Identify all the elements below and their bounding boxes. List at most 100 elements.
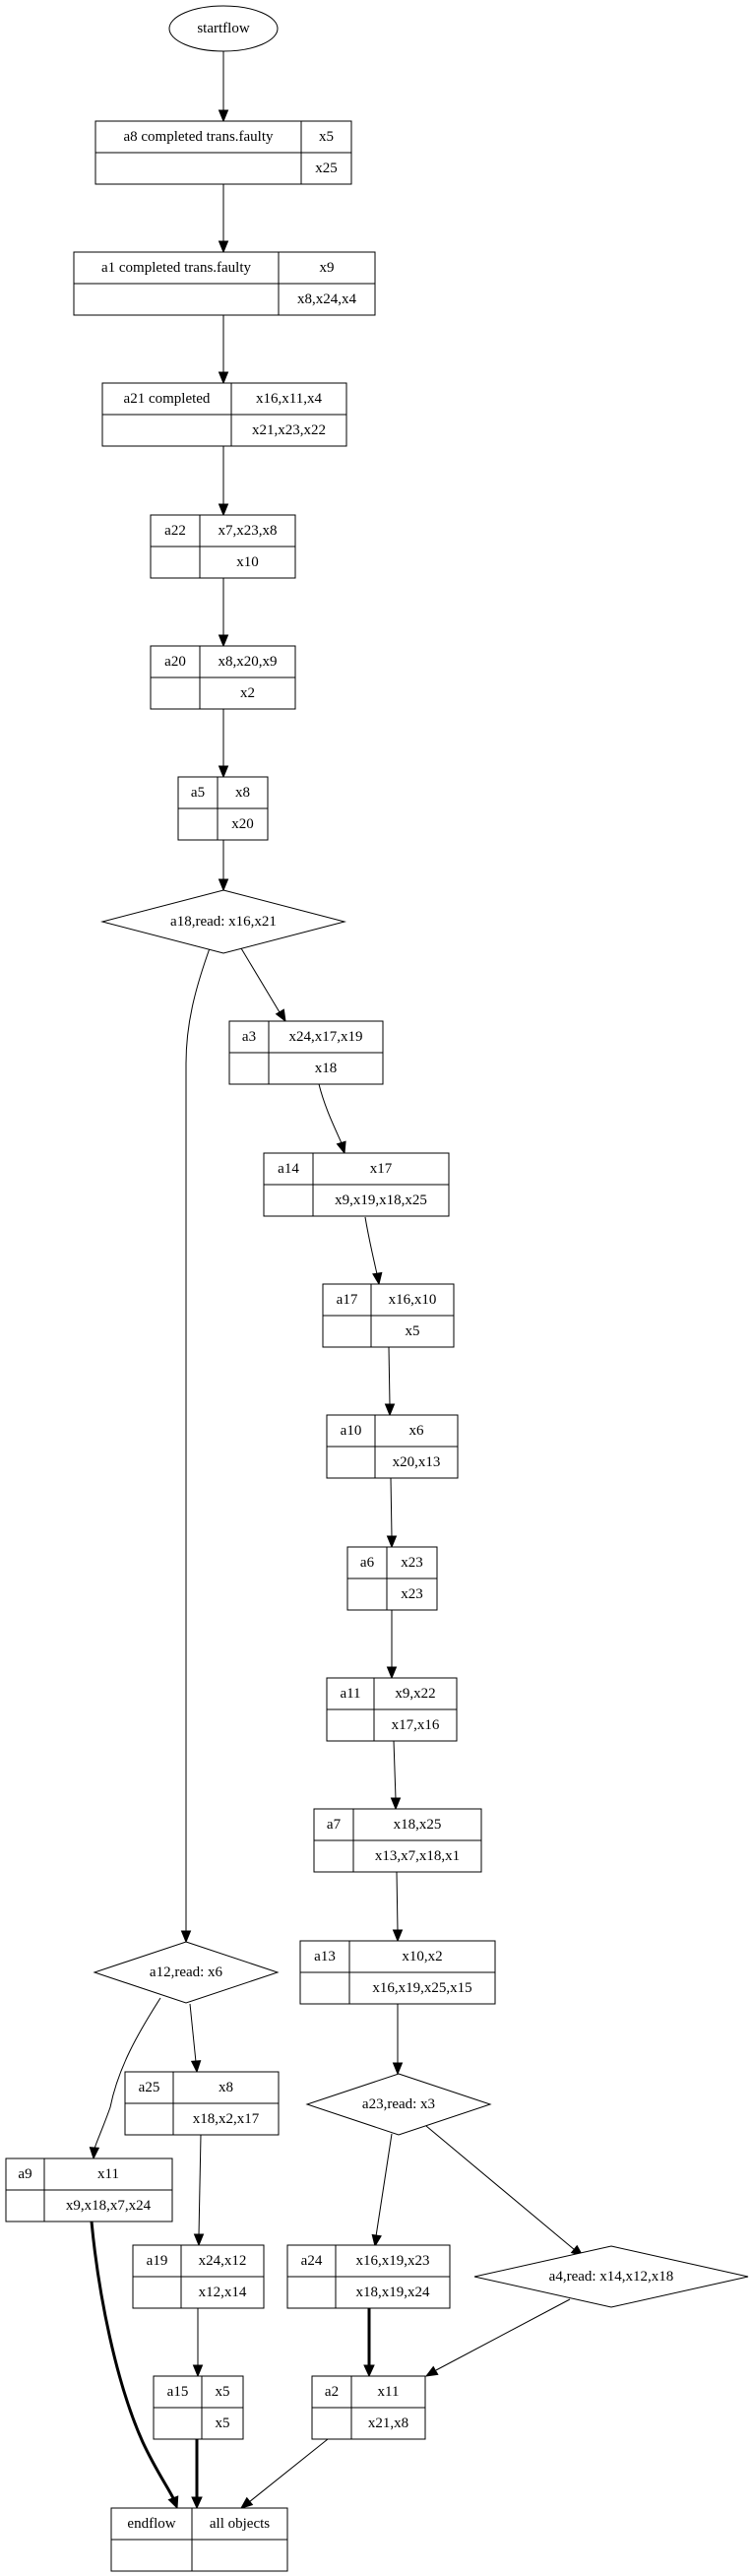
activity-name: a25 [139, 2080, 160, 2095]
activity-name: a7 [327, 1817, 342, 1833]
arrowhead-icon [363, 2364, 375, 2378]
output-objects: x18,x19,x24 [356, 2285, 431, 2300]
node-startflow[interactable]: startflow [168, 5, 279, 52]
edge-a19-to-a15 [192, 2308, 204, 2378]
activity-name: a2 [325, 2384, 339, 2400]
node-a18[interactable]: a18,read: x16,x21 [100, 889, 346, 954]
arrowhead-icon [218, 765, 229, 779]
input-objects: x16,x10 [389, 1292, 437, 1308]
input-objects: x18,x25 [394, 1817, 442, 1833]
activity-name: a11 [340, 1686, 360, 1702]
output-objects: x5 [406, 1323, 420, 1339]
activity-name: a6 [360, 1555, 375, 1571]
arrowhead-icon [218, 878, 229, 892]
edge-a12-to-a9 [89, 1997, 161, 2160]
input-objects: x16,x11,x4 [256, 391, 322, 407]
edge-a23-to-a4 [425, 2125, 585, 2257]
node-a12[interactable]: a12,read: x6 [93, 1941, 280, 2004]
arrowhead-icon [392, 1929, 404, 1943]
activity-name: a9 [18, 2166, 31, 2182]
arrowhead-icon [190, 2060, 202, 2074]
edge-line [185, 947, 211, 1932]
output-objects: x16,x19,x25,x15 [372, 1980, 471, 1996]
edge-line [364, 1216, 378, 1275]
output-objects: x2 [240, 685, 255, 701]
output-objects: x25 [315, 161, 338, 176]
output-objects: x9,x19,x18,x25 [335, 1192, 427, 1208]
activity-name: a5 [191, 785, 205, 801]
activity-name: a13 [314, 1949, 336, 1964]
node-a14[interactable]: a14 x17 x9,x19,x18,x25 [263, 1152, 450, 1217]
arrowhead-icon [371, 2233, 382, 2248]
output-objects: x20 [231, 816, 254, 832]
edge-a4-to-a2 [424, 2298, 571, 2377]
input-objects: x17 [370, 1161, 393, 1177]
edge-a15-to-endflow [191, 2439, 203, 2510]
node-a23[interactable]: a23,read: x3 [305, 2073, 492, 2136]
edge-line [240, 947, 281, 1013]
output-objects: x21,x8 [368, 2415, 408, 2431]
arrowhead-icon [372, 1271, 383, 1286]
edge-a3-to-a14 [318, 1083, 346, 1155]
activity-name: a24 [301, 2253, 323, 2269]
output-objects: x23 [401, 1586, 423, 1602]
arrowhead-icon [193, 2233, 205, 2247]
activity-name: a3 [242, 1029, 256, 1045]
activity-name: a10 [341, 1423, 362, 1439]
decision-diamond [100, 889, 346, 954]
node-a4[interactable]: a4,read: x14,x12,x18 [473, 2245, 749, 2308]
edge-line [435, 2298, 571, 2371]
edge-line [393, 1740, 397, 1800]
edge-line [189, 2003, 197, 2063]
edge-a2-to-endflow [239, 2438, 329, 2509]
input-objects: x7,x23,x8 [219, 523, 278, 539]
activity-name: a1 completed trans.faulty [101, 260, 252, 276]
edge-a25-to-a19 [193, 2134, 205, 2247]
input-objects: x9,x22 [395, 1686, 435, 1702]
edge-line [390, 1477, 393, 1538]
input-objects: all objects [210, 2516, 270, 2532]
activity-name: a8 completed trans.faulty [123, 129, 274, 145]
arrowhead-icon [392, 2062, 404, 2076]
output-objects: x18 [315, 1061, 338, 1076]
arrowhead-icon [386, 1535, 398, 1549]
input-objects: x5 [216, 2384, 230, 2400]
output-objects: x10 [236, 554, 259, 570]
edge-line [248, 2438, 329, 2503]
edge-a22-to-a20 [218, 578, 229, 648]
activity-name: a14 [278, 1161, 299, 1177]
edge-a12-to-a25 [189, 2003, 202, 2074]
node-a8[interactable]: a8 completed trans.faulty x5 x25 [94, 120, 352, 185]
input-objects: x5 [319, 129, 334, 145]
edge-line [375, 2133, 393, 2237]
edge-a10-to-a6 [386, 1477, 398, 1549]
edge-line [198, 2134, 202, 2236]
edge-line [94, 1997, 161, 2150]
arrowhead-icon [191, 2496, 203, 2510]
input-objects: x8 [219, 2080, 233, 2095]
decision-label: a23,read: x3 [362, 2096, 435, 2112]
decision-label: a4,read: x14,x12,x18 [549, 2269, 674, 2285]
start-ellipse [168, 5, 279, 52]
